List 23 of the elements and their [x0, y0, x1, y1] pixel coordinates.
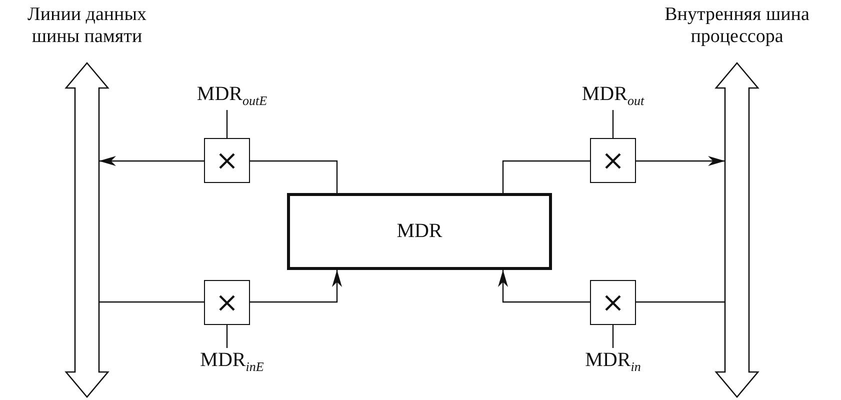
control-signal-label: MDR$_{inE}$: [182, 348, 282, 376]
register-box: MDR: [287, 193, 552, 270]
arrow: [99, 156, 204, 166]
arrow: [498, 270, 590, 303]
switch-box: [204, 280, 250, 325]
connector-line: [226, 110, 228, 138]
switch-box: [590, 138, 636, 183]
control-signal-label: MDR$_{outE}$: [182, 82, 282, 110]
connector-line: [612, 325, 614, 348]
bus-heading: Линии данных шины памяти: [26, 4, 148, 48]
switch-box: [590, 280, 636, 325]
control-signal-label: MDR$_{out}$: [563, 82, 663, 110]
connector-line: [612, 110, 614, 138]
connector-line: [99, 301, 204, 303]
switch-box: [204, 138, 250, 183]
connector-line: [250, 160, 338, 193]
control-signal-label: MDR$_{in}$: [563, 348, 663, 376]
arrow: [636, 156, 725, 166]
connector-line: [636, 301, 725, 303]
arrow: [250, 270, 342, 303]
connector-line: [226, 325, 228, 348]
bus-heading: Внутренняя шина процессора: [664, 4, 810, 48]
connector-line: [502, 160, 590, 193]
